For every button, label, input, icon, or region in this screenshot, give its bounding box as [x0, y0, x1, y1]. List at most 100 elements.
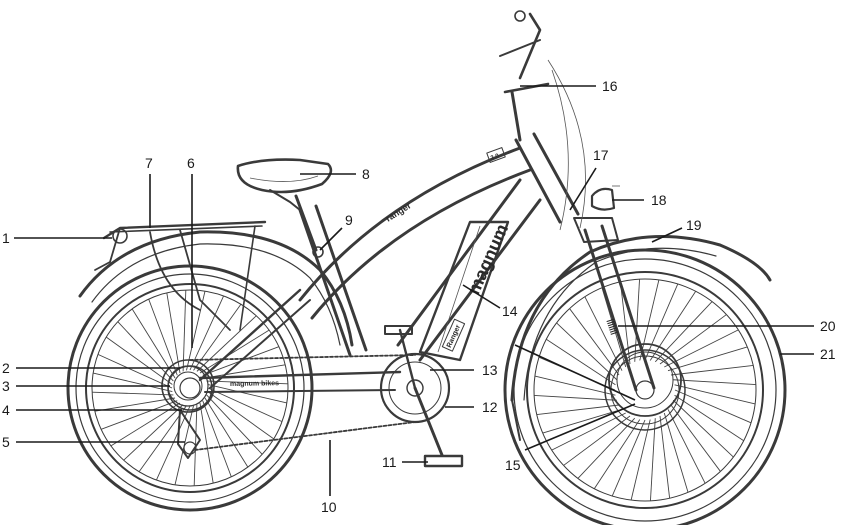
callout-label: 12 [482, 399, 498, 415]
spoke [206, 380, 288, 385]
callout-6: 6 [187, 155, 195, 348]
spoke [207, 387, 283, 423]
spoke [182, 290, 187, 372]
spoke [569, 308, 620, 376]
spoke [94, 397, 176, 412]
spoke [674, 394, 744, 442]
spoke [611, 419, 646, 497]
spoke [207, 391, 274, 440]
callout-label: 3 [2, 378, 10, 394]
derailleur [177, 409, 201, 459]
spoke [673, 379, 756, 386]
rear-rack [94, 220, 267, 331]
front-spokes [534, 279, 756, 501]
callout-label: 13 [482, 362, 498, 378]
callout-label: 9 [345, 212, 353, 228]
callout-10: 10 [321, 440, 337, 515]
callout-20: 20 [618, 318, 836, 334]
callout-label: 8 [362, 166, 370, 182]
spoke [659, 415, 671, 499]
spoke [131, 308, 176, 379]
front-wheel [503, 248, 787, 530]
rear-wheel [66, 264, 314, 512]
callout-label: 16 [602, 78, 618, 94]
spoke [663, 412, 689, 493]
spoke [649, 418, 656, 501]
spoke [202, 400, 232, 478]
callout-label: 21 [820, 346, 836, 362]
spoke [670, 364, 754, 376]
headlight [590, 185, 620, 211]
callout-label: 17 [593, 147, 609, 163]
callout-label: 11 [382, 454, 397, 470]
callout-label: 15 [505, 457, 521, 473]
svg-text:|||||||: ||||||| [606, 318, 619, 336]
spoke [534, 375, 616, 396]
callout-18: 18 [612, 192, 667, 208]
spoke [601, 287, 627, 368]
spoke [654, 301, 713, 363]
callout-3: 3 [2, 378, 170, 394]
callout-7: 7 [145, 155, 153, 228]
callout-13: 13 [430, 362, 498, 378]
spoke [148, 298, 178, 376]
spoke [563, 415, 631, 466]
callout-17: 17 [569, 147, 609, 211]
downtube-logo: magnum [463, 221, 512, 298]
callout-8: 8 [300, 166, 370, 182]
spoke [577, 417, 636, 479]
spoke [556, 322, 618, 381]
saddle [236, 158, 333, 211]
callout-21: 21 [780, 346, 836, 362]
spoke [536, 404, 620, 416]
callout-11: 11 [382, 454, 428, 470]
stem-handlebar [499, 10, 586, 231]
spoke [97, 353, 173, 389]
spoke [546, 338, 616, 386]
spoke [186, 291, 206, 371]
callout-9: 9 [319, 212, 353, 251]
callout-label: 2 [2, 360, 10, 376]
callout-4: 4 [2, 402, 182, 418]
callout-label: 10 [321, 499, 337, 515]
spoke [674, 389, 752, 424]
front-fender [510, 234, 772, 441]
headtube-badge: 2.0 [490, 153, 501, 162]
callout-19: 19 [651, 217, 702, 243]
toptube-logo: ranger [384, 200, 413, 224]
spoke [199, 329, 270, 374]
chain [189, 354, 416, 451]
callout-label: 14 [502, 303, 518, 319]
spoke [542, 408, 623, 434]
spoke [207, 384, 287, 404]
spoke [92, 391, 174, 396]
spoke [593, 419, 641, 489]
spoke [123, 404, 184, 461]
spoke [138, 405, 187, 472]
callout-label: 5 [2, 434, 10, 450]
callout-12: 12 [445, 399, 498, 415]
spoke [196, 315, 257, 372]
spoke [667, 346, 748, 372]
chainstay-text: magnum bikes [230, 380, 279, 388]
spoke [639, 279, 660, 361]
callout-label: 6 [187, 155, 195, 171]
downtube-sticker: Ranger [446, 324, 462, 349]
spoke [106, 336, 173, 385]
spoke [551, 412, 626, 451]
spoke [199, 402, 214, 484]
spoke [644, 283, 679, 361]
spoke [674, 384, 756, 405]
spoke [204, 364, 286, 379]
callout-2: 2 [2, 360, 180, 376]
callout-label: 20 [820, 318, 836, 334]
spoke [664, 329, 739, 368]
callout-5: 5 [2, 434, 185, 450]
callout-15: 15 [505, 344, 636, 473]
callout-label: 19 [686, 217, 702, 233]
callout-label: 18 [651, 192, 667, 208]
spoke [93, 372, 173, 392]
spoke [667, 409, 706, 484]
